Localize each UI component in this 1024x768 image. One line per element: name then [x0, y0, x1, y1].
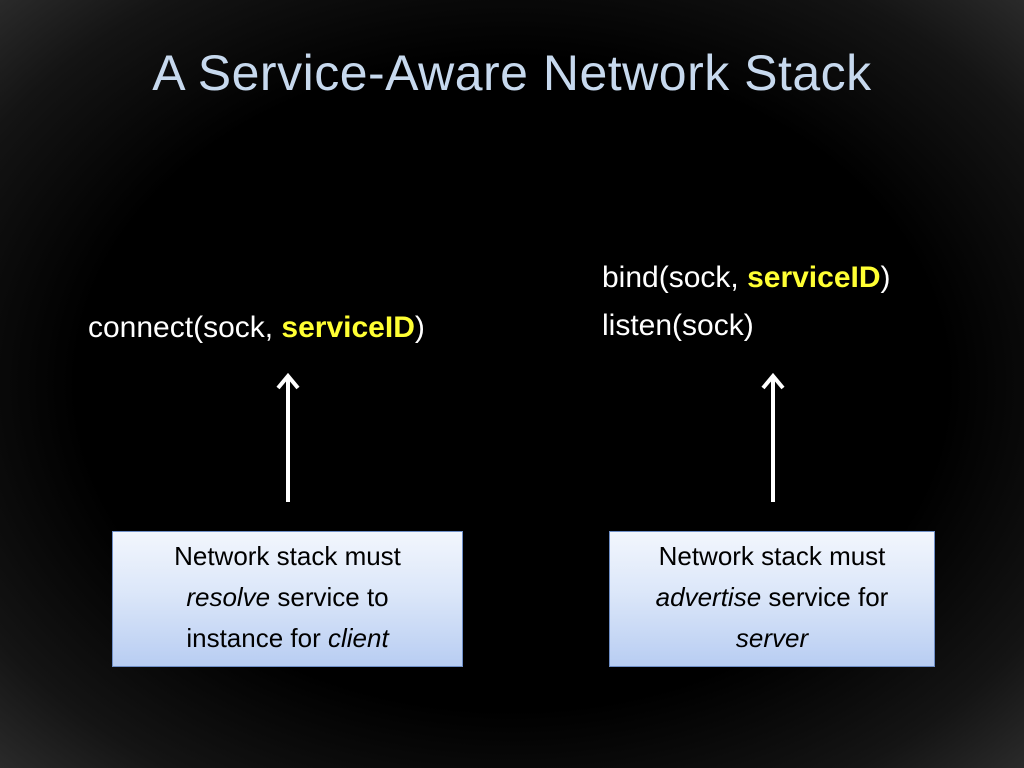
server-note-line3: server — [610, 618, 934, 659]
connect-call-prefix: connect(sock, — [88, 311, 282, 344]
connect-serviceid-highlight: serviceID — [281, 311, 415, 344]
bind-serviceid-highlight: serviceID — [747, 261, 881, 294]
bind-call-prefix: bind(sock, — [602, 261, 748, 294]
client-connect-call: connect(sock, serviceID) — [88, 304, 425, 352]
client-note-line1: Network stack must — [174, 541, 401, 571]
client-note-line2: resolve service to — [113, 577, 462, 618]
server-note-line2-rest: service for — [761, 582, 889, 612]
client-note-line2-rest: service to — [270, 582, 389, 612]
server-advertise-note: Network stack must advertise service for… — [609, 531, 935, 667]
client-emphasis: client — [327, 623, 389, 653]
resolve-emphasis: resolve — [186, 582, 271, 612]
advertise-emphasis: advertise — [655, 582, 762, 612]
server-listen-call: listen(sock) — [602, 309, 754, 342]
client-note-line3-rest: instance for — [186, 623, 328, 653]
client-resolve-note: Network stack must resolve service to in… — [112, 531, 463, 667]
server-bind-call: bind(sock, serviceID) — [602, 254, 891, 302]
server-calls: bind(sock, serviceID) listen(sock) — [602, 254, 891, 350]
server-note-line2: advertise service for — [610, 577, 934, 618]
slide-title: A Service-Aware Network Stack — [152, 45, 872, 101]
client-up-arrow — [276, 372, 300, 502]
bind-call-suffix: ) — [880, 261, 891, 294]
server-note-line1: Network stack must — [658, 541, 886, 571]
server-emphasis: server — [735, 623, 809, 653]
client-note-line3: instance for client — [113, 618, 462, 659]
connect-call-suffix: ) — [414, 311, 425, 344]
server-up-arrow — [761, 372, 785, 502]
